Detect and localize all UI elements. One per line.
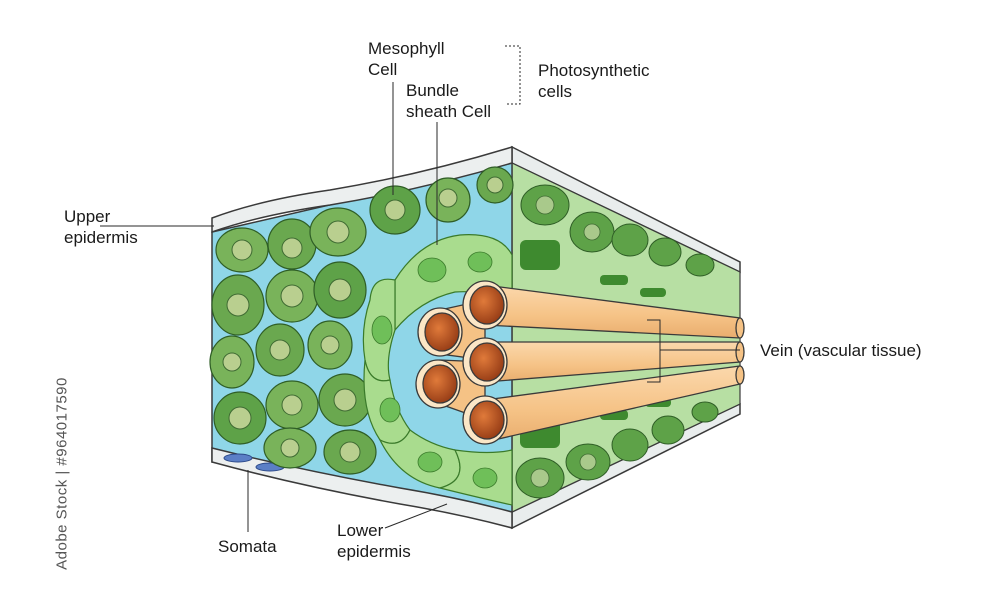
vein-vascular-bundle: [415, 280, 745, 445]
photosynthetic-cells-label: Photosynthetic cells: [538, 61, 650, 101]
lower-epidermis-label: Lower epidermis: [337, 521, 411, 561]
leader-lines: [100, 45, 740, 532]
upper-epidermis-label: Upper epidermis: [64, 207, 138, 247]
front-face: [209, 145, 514, 529]
mesophyll-cell-label: Mesophyll Cell: [368, 39, 445, 79]
bundle-sheath-cell-label: Bundle sheath Cell: [406, 81, 492, 121]
cell-nuclei: [222, 176, 504, 463]
right-side-face: [511, 145, 741, 530]
watermark-text: Adobe Stock | #964017590: [53, 377, 71, 570]
vein-label: Vein (vascular tissue): [760, 341, 922, 360]
somata-label: Somata: [218, 537, 277, 556]
stoma: [223, 453, 285, 472]
